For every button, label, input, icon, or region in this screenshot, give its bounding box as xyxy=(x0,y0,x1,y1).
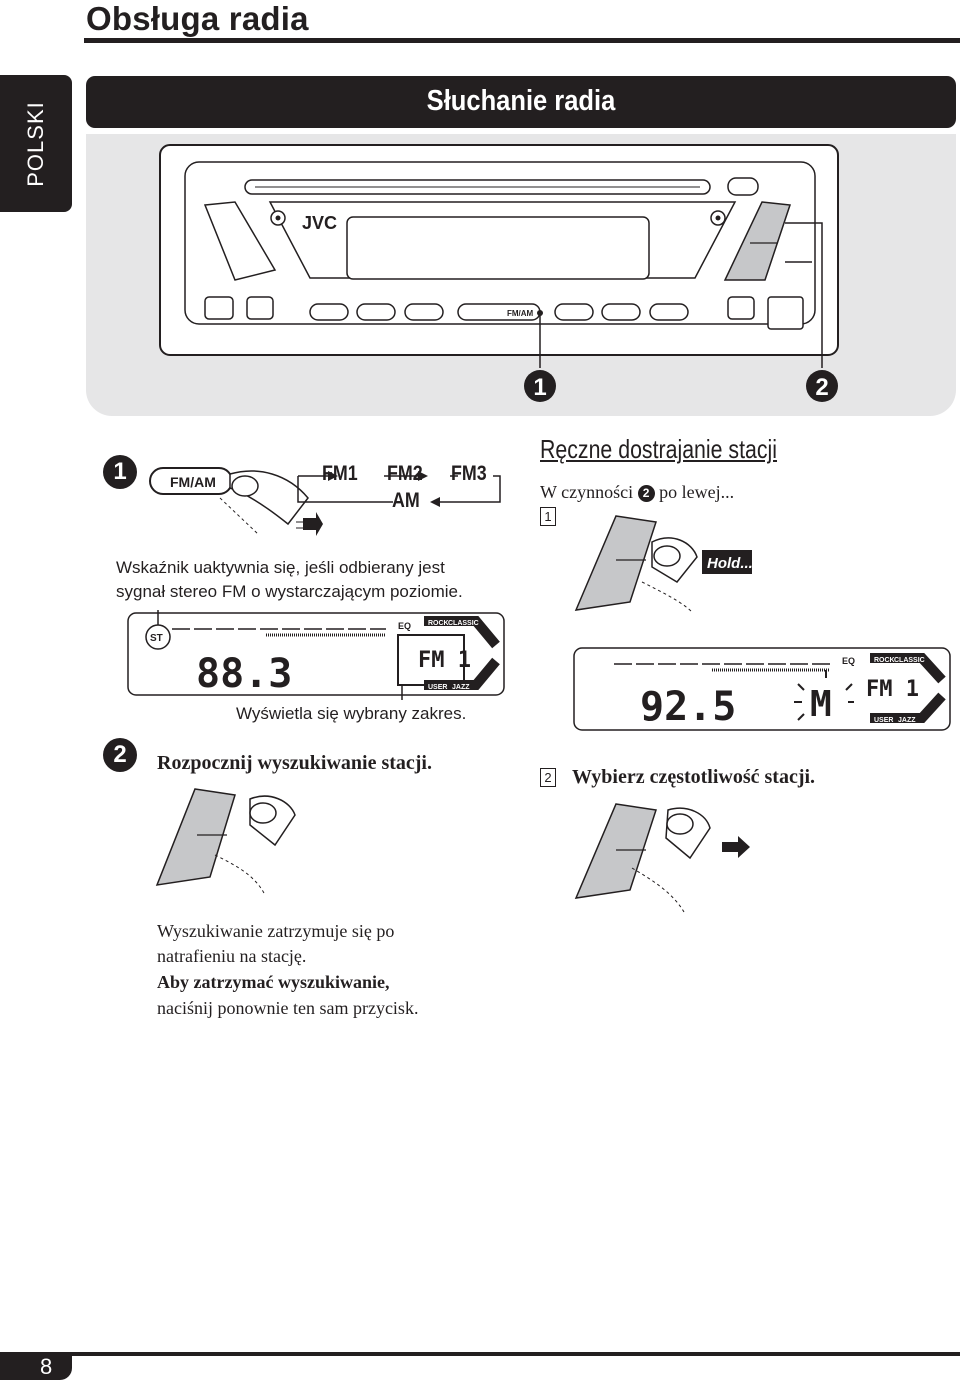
display-fm1: ST 88.3 FM 1 EQ ROCK CLASSIC USER JAZZ xyxy=(127,610,505,700)
svg-text:JAZZ: JAZZ xyxy=(452,684,470,691)
fm-am-press-illustration: FM/AM xyxy=(149,467,501,536)
seek-press-illustration xyxy=(155,788,296,896)
callout-1 xyxy=(524,370,556,402)
fm-am-label: FM/AM xyxy=(170,474,216,490)
manual-intro: W czynności 2 po lewej... xyxy=(540,482,735,502)
display-manual: 92.5 M FM 1 EQ ROCK CLASSIC USER JAZZ xyxy=(573,647,951,731)
page-number: 8 xyxy=(40,1354,53,1379)
jvc-logo: JVC xyxy=(302,213,337,233)
section-title-bar: Słuchanie radia xyxy=(86,76,956,128)
band-am: AM xyxy=(392,489,420,512)
language-label: POLSKI xyxy=(23,100,48,187)
svg-text:1: 1 xyxy=(533,374,546,401)
svg-text:ROCK: ROCK xyxy=(874,657,895,664)
svg-text:ROCK: ROCK xyxy=(428,620,449,627)
svg-text:FM/AM: FM/AM xyxy=(507,309,534,318)
svg-text:EQ: EQ xyxy=(842,656,855,666)
callout-2 xyxy=(806,370,838,402)
band-fm3: FM3 xyxy=(451,462,487,485)
seek-hold-illustration: Hold... xyxy=(574,515,753,613)
title-rule xyxy=(84,38,960,43)
band-fm2: FM2 xyxy=(387,462,423,485)
radio-illustration: JVC FM/AM 1 2 xyxy=(159,144,839,402)
hold-label: Hold... xyxy=(707,555,753,572)
manual-frequency-readout: 92.5 xyxy=(640,684,736,730)
band-fm1: FM1 xyxy=(322,462,358,485)
select-frequency-text: Wybierz częstotliwość stacji. xyxy=(572,766,816,788)
footer-rule xyxy=(0,1352,960,1356)
svg-text:2: 2 xyxy=(815,374,828,401)
manual-tuning-heading: Ręczne dostrajanie stacji xyxy=(540,434,778,464)
svg-text:CLASSIC: CLASSIC xyxy=(448,620,479,627)
substep-2-box: 2 xyxy=(540,768,556,787)
band-readout: FM 1 xyxy=(418,648,471,673)
page-number-tab: 8 xyxy=(0,1354,72,1380)
seek-rocker-button[interactable] xyxy=(723,201,792,281)
language-tab: POLSKI xyxy=(0,75,72,212)
step-1-number: 1 xyxy=(103,455,137,489)
section-title: Słuchanie radia xyxy=(426,85,616,117)
search-note-line2: natrafieniu na stację. xyxy=(157,946,307,966)
search-note-line1: Wyszukiwanie zatrzymuje się po xyxy=(157,921,395,941)
substep-1-box: 1 xyxy=(540,507,556,526)
stereo-note-line2: sygnał stereo FM o wystarczającym poziom… xyxy=(116,582,463,601)
svg-text:USER: USER xyxy=(874,717,893,724)
step-2-heading: Rozpocznij wyszukiwanie stacji. xyxy=(157,752,432,774)
page-title: Obsługa radia xyxy=(86,0,309,37)
frequency-readout: 88.3 xyxy=(196,651,292,697)
svg-text:EQ: EQ xyxy=(398,621,411,631)
manual-band-readout: FM 1 xyxy=(866,677,919,702)
memory-indicator: M xyxy=(810,684,832,725)
intro-step-ref: 2 xyxy=(637,485,655,502)
stereo-note-line1: Wskaźnik uaktywnia się, jeśli odbierany … xyxy=(116,558,445,577)
band-caption: Wyświetla się wybrany zakres. xyxy=(236,704,467,723)
search-note-line3: naciśnij ponownie ten sam przycisk. xyxy=(157,998,419,1018)
stop-search-bold: Aby zatrzymać wyszukiwanie, xyxy=(157,972,390,992)
st-indicator: ST xyxy=(150,633,163,644)
svg-text:JAZZ: JAZZ xyxy=(898,717,916,724)
seek-select-illustration xyxy=(574,803,750,913)
step-2-number: 2 xyxy=(103,738,137,772)
svg-text:CLASSIC: CLASSIC xyxy=(894,657,925,664)
svg-text:USER: USER xyxy=(428,684,447,691)
